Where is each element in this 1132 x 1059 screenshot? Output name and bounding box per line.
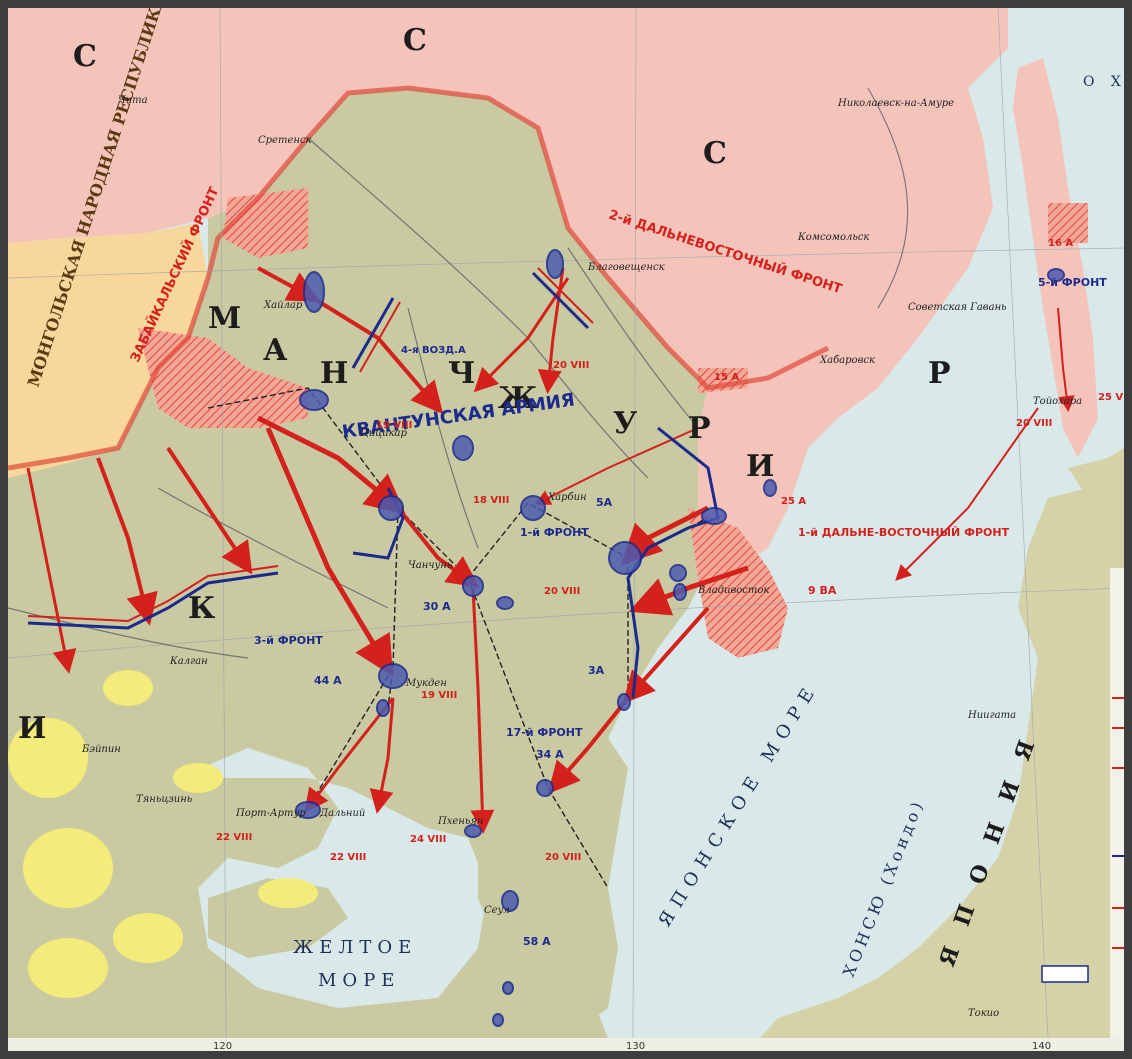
manchuria-letter-m: М: [208, 301, 241, 336]
city-tokyo: Токио: [968, 1008, 999, 1019]
front-1fe-sub: 9 ВА: [808, 584, 837, 597]
army-16: 16 А: [1048, 238, 1073, 249]
ussr-letter-2: С: [403, 23, 427, 58]
army-58: 58 А: [523, 935, 551, 948]
japan-front-1: 1-й ФРОНТ: [520, 526, 589, 539]
army-15: 15 А: [714, 372, 739, 383]
city-blagoveshchensk: Благовещенск: [587, 262, 665, 273]
manchuria-letter-a: А: [263, 333, 288, 368]
date-label-1: 20 VIII: [553, 360, 589, 371]
ussr-territory: [8, 8, 1008, 568]
city-khabarovsk: Хабаровск: [819, 355, 875, 366]
date-label-2: 19 VIII: [376, 420, 412, 431]
korean-peninsula: [478, 738, 628, 1038]
army-5: 5А: [596, 496, 613, 509]
japan-territory: [748, 478, 1124, 1051]
date-label-10: 25 VIII: [1098, 392, 1124, 403]
manchuria-letter-n: Н: [320, 356, 348, 391]
city-komsomolsk: Комсомольск: [797, 232, 869, 243]
far-east-campaign-map: С С С Р МОНГОЛЬСКАЯ НАРОДНАЯ РЕСПУБЛИКА …: [8, 8, 1124, 1051]
tokyo-army-box: [1041, 965, 1089, 983]
soviet-border: [8, 85, 830, 471]
ussr-letter-r: Р: [928, 356, 951, 391]
city-dalny: Дальний: [319, 808, 365, 819]
city-tianjin: Тяньцзинь: [136, 794, 192, 805]
japan-front-5: 5-й ФРОНТ: [1038, 276, 1107, 289]
date-label-11: 20 VIII: [544, 586, 580, 597]
army-4-air: 4-я ВОЗД.А: [401, 345, 466, 356]
manchuria-letter-i: И: [746, 449, 774, 484]
city-mukden: Мукден: [405, 678, 447, 689]
city-nikolaevsk: Николаевск-на-Амуре: [837, 98, 954, 109]
yellow-sea-label-1: ЖЕЛТОЕ: [293, 937, 417, 958]
date-label-7: 22 VIII: [330, 852, 366, 863]
city-kalgan: Калган: [169, 656, 208, 667]
city-changchun: Чанчунь: [408, 560, 452, 571]
city-hailar: Хайлар: [263, 300, 303, 311]
soviet-offensive-arrows: [26, 266, 1075, 834]
yellow-sea-label-2: МОРЕ: [318, 970, 400, 991]
tick-120: 120: [213, 1041, 232, 1051]
army-44: 44 А: [314, 674, 342, 687]
ussr-letter-3: С: [703, 136, 727, 171]
city-niigata: Ниигата: [967, 710, 1016, 721]
date-label-9: 20 VIII: [545, 852, 581, 863]
front-contact-lines: [27, 267, 594, 623]
front-1fe-label: 1-й ДАЛЬНЕ-ВОСТОЧНЫЙ ФРОНТ: [798, 526, 1010, 539]
sakhalin: [1013, 58, 1098, 458]
city-seoul: Сеул: [484, 905, 510, 916]
manchuria-letter-zh: Ж: [498, 381, 538, 416]
tick-strip: [8, 1038, 1124, 1051]
manchuria-letter-u: У: [613, 406, 638, 441]
city-vladivostok: Владивосток: [697, 585, 769, 596]
date-label-5: 19 VIII: [421, 690, 457, 701]
manchuria-letter-ch: Ч: [448, 356, 475, 391]
city-beijing: Бэйпин: [81, 744, 121, 755]
legend-strip: [1110, 568, 1124, 1038]
mongolia-territory: [8, 223, 208, 478]
city-port-arthur: Порт-Артур: [235, 808, 306, 819]
tick-140: 140: [1032, 1041, 1051, 1051]
city-sretensk: Сретенск: [258, 135, 312, 146]
army-30: 30 А: [423, 600, 451, 613]
city-toyohara: Тойохара: [1033, 396, 1082, 407]
city-pyongyang: Пхеньян: [437, 816, 484, 827]
hokkaido-top: [1068, 448, 1124, 498]
front-zones: [138, 188, 1088, 658]
legend-marks: [1112, 697, 1124, 949]
city-chita: Чита: [118, 95, 148, 106]
ussr-letter-1: С: [73, 39, 97, 74]
tick-130: 130: [626, 1041, 645, 1051]
date-label-6: 22 VIII: [216, 832, 252, 843]
japanese-encircled-groups: [295, 249, 1065, 1027]
china-letter-i: И: [18, 711, 46, 746]
grid-lines: [8, 8, 1124, 1039]
date-label-8: 24 VIII: [410, 834, 446, 845]
city-harbin: Харбин: [547, 492, 587, 503]
japan-front-17: 17-й ФРОНТ: [506, 726, 583, 739]
date-label-4: 20 VIII: [1016, 418, 1052, 429]
city-tsitsikar: Цицикар: [360, 428, 408, 439]
army-3: 3А: [588, 664, 605, 677]
japan-front-3: 3-й ФРОНТ: [254, 634, 323, 647]
okhotsk-label: О Х: [1083, 74, 1124, 90]
manchuria-letter-r: Р: [688, 411, 711, 446]
yellow-zones: [8, 670, 318, 998]
rivers: [8, 87, 909, 659]
china-letter-k: К: [188, 591, 215, 626]
city-sovgavan: Советская Гавань: [908, 302, 1007, 313]
army-34: 34 А: [536, 748, 564, 761]
date-label-3: 18 VIII: [473, 495, 509, 506]
army-25: 25 А: [781, 496, 806, 507]
